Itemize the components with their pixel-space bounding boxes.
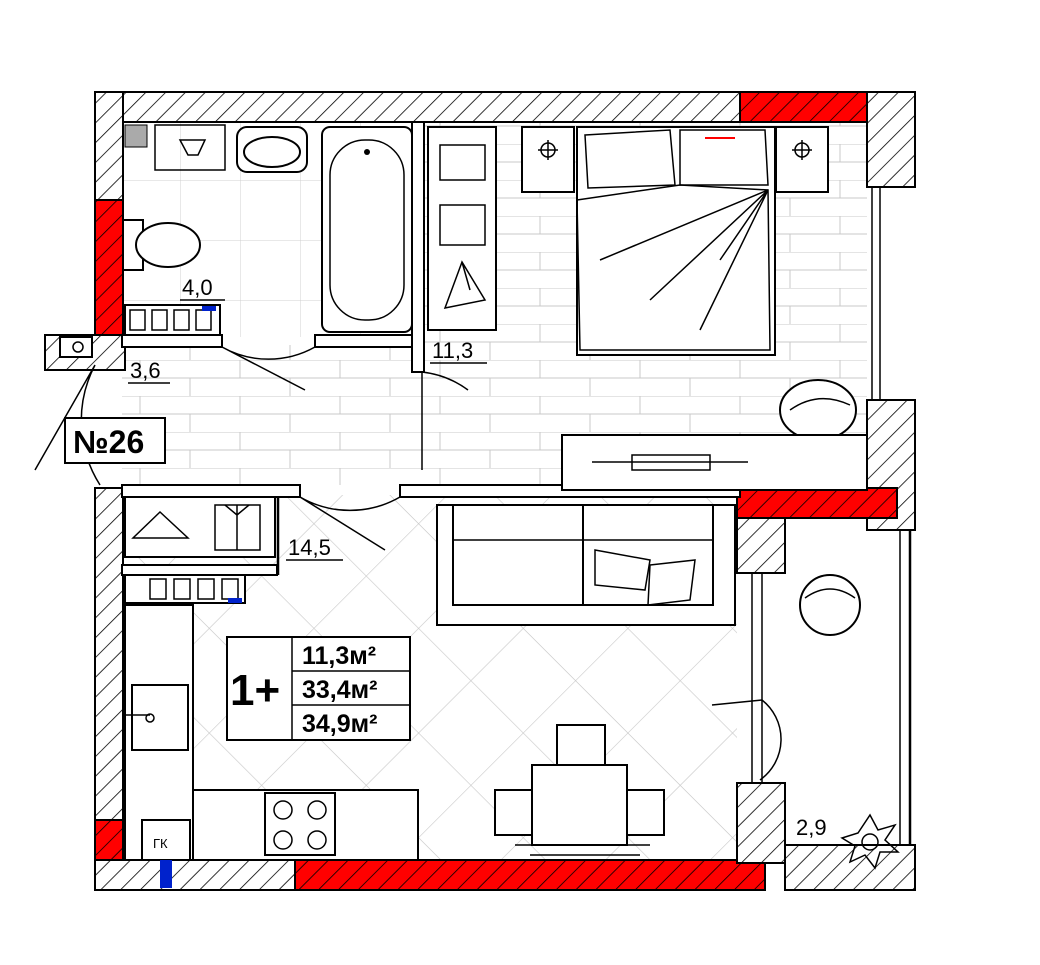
bed (576, 126, 776, 356)
balcony-door (711, 699, 782, 781)
toilet (135, 222, 201, 268)
wall-top (94, 91, 741, 123)
bathroom-area: 4,0 (182, 275, 213, 300)
partition-bath-hall-2 (314, 334, 421, 348)
washing-machine (154, 124, 226, 171)
dining-table (494, 724, 665, 856)
chair-balcony (799, 574, 861, 636)
plant-icon (840, 813, 900, 870)
sofa (436, 504, 736, 626)
wall-left-red (94, 199, 124, 341)
closet (124, 496, 276, 558)
wall-balcony-left-upper (736, 517, 786, 574)
meter-box (59, 336, 93, 358)
wall-left-lower (94, 487, 124, 824)
hallway-area: 3,6 (130, 358, 161, 383)
drywall-label: ГК (153, 836, 168, 851)
wardrobe-bedroom (427, 126, 497, 331)
wall-top-right (866, 91, 916, 188)
total-area-with-balcony: 34,9м² (302, 710, 377, 738)
apartment-number: №26 (73, 424, 144, 460)
radiator-bathroom (124, 304, 221, 336)
riser-marker (160, 860, 172, 888)
washer-icon (178, 139, 207, 156)
wall-mid-red (736, 487, 898, 519)
closet-area: 14,5 (288, 535, 331, 560)
cooktop (264, 792, 336, 856)
hallway-floor (122, 345, 422, 485)
bathroom-door (221, 346, 316, 391)
bath-drain-icon (364, 149, 370, 155)
kitchen-counter-left (122, 604, 194, 861)
bedroom-door (421, 371, 469, 470)
radiator-hall (124, 574, 246, 604)
bathtub (321, 126, 413, 333)
area-summary (226, 636, 411, 741)
chair-bedroom (779, 379, 857, 441)
desk-bedroom (561, 434, 868, 491)
partition-bath-hall (121, 334, 223, 348)
apartment-number-box (64, 417, 166, 464)
balcony-area: 2,9 (796, 815, 827, 840)
living-area: 11,3м² (302, 642, 376, 670)
partition-hall-living (121, 484, 301, 498)
lamp-icon (538, 140, 812, 160)
wall-left-upper (94, 91, 124, 203)
partition-bath-bedroom (411, 121, 425, 373)
living-door (299, 496, 401, 551)
rooms-label: 1+ (230, 666, 280, 715)
wall-bottom (94, 859, 296, 891)
total-area: 33,4м² (302, 676, 377, 704)
wall-bottom-red (294, 859, 766, 891)
partition-closet (121, 564, 278, 576)
wall-balcony-left-lower (736, 782, 786, 864)
bedroom-area: 11,3 (432, 338, 473, 363)
shaft (124, 124, 148, 148)
